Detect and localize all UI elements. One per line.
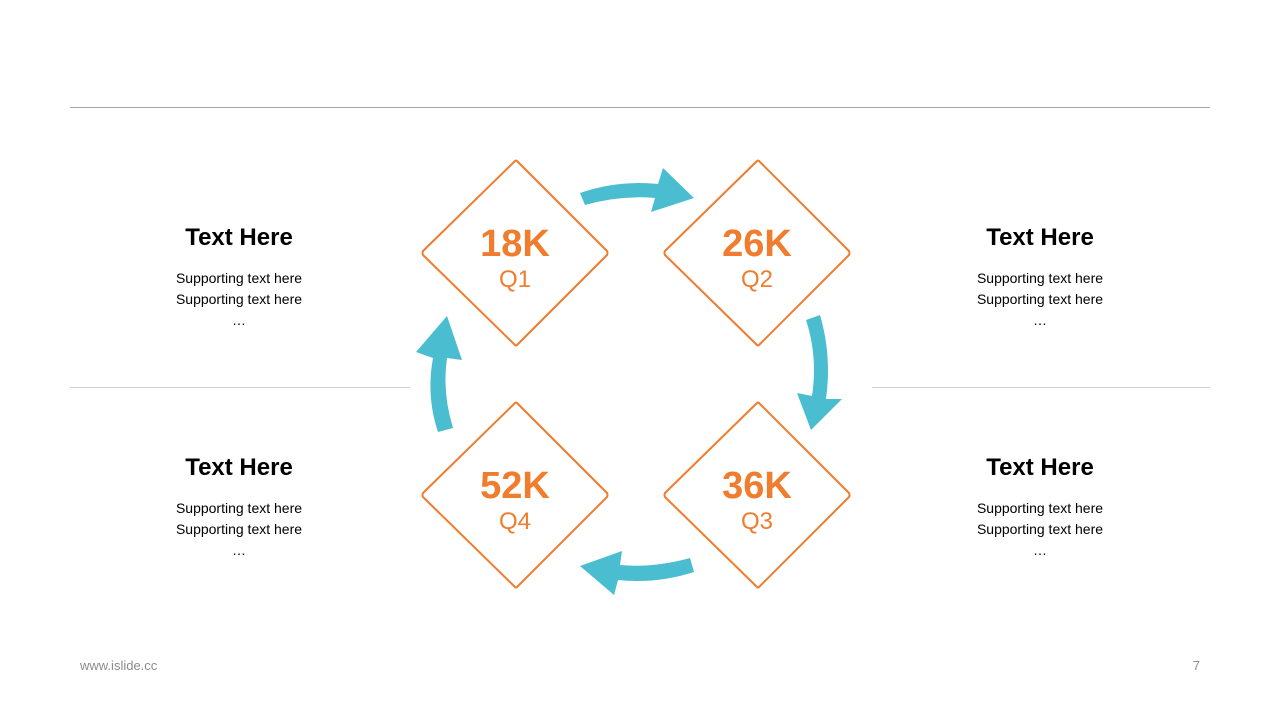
page-number: 7	[1192, 658, 1200, 673]
footer-website: www.islide.cc	[80, 658, 158, 673]
text-block-bottom-left: Text Here Supporting text here Supportin…	[79, 454, 399, 561]
arrow-q2-to-q3	[797, 315, 842, 430]
text-block-top-left: Text Here Supporting text here Supportin…	[79, 224, 399, 331]
supporting-line: Supporting text here	[175, 270, 303, 286]
quarter-value: 36K	[722, 465, 792, 507]
supporting-ellipsis: …	[1033, 542, 1047, 558]
diamond-shape	[663, 401, 851, 589]
cycle-node-q1: 18K Q1	[421, 159, 609, 347]
supporting-line: Supporting text here	[976, 291, 1104, 307]
supporting-line: Supporting text here	[976, 270, 1104, 286]
arrow-q3-to-q4	[580, 551, 694, 595]
supporting-line: Supporting text here	[175, 291, 303, 307]
block-heading: Text Here	[185, 224, 293, 251]
cycle-node-q4: 52K Q4	[421, 401, 609, 589]
middle-divider-right	[872, 387, 1210, 388]
supporting-line: Supporting text here	[175, 500, 303, 516]
quarter-value: 18K	[480, 223, 550, 265]
supporting-ellipsis: …	[1033, 312, 1047, 328]
block-heading: Text Here	[986, 454, 1094, 481]
block-heading: Text Here	[986, 224, 1094, 251]
quarter-label: Q1	[499, 266, 531, 293]
text-block-top-right: Text Here Supporting text here Supportin…	[880, 224, 1200, 331]
diamond-shape	[421, 401, 609, 589]
quarter-label: Q4	[499, 508, 531, 535]
arrow-q4-to-q1	[416, 316, 462, 432]
quarter-label: Q2	[741, 266, 773, 293]
cycle-node-q2: 26K Q2	[663, 159, 851, 347]
diamond-shape	[663, 159, 851, 347]
supporting-line: Supporting text here	[175, 521, 303, 537]
quarter-value: 52K	[480, 465, 550, 507]
cycle-node-q3: 36K Q3	[663, 401, 851, 589]
supporting-ellipsis: …	[232, 542, 246, 558]
text-block-bottom-right: Text Here Supporting text here Supportin…	[880, 454, 1200, 561]
supporting-line: Supporting text here	[976, 500, 1104, 516]
diamond-shape	[421, 159, 609, 347]
arrow-q1-to-q2	[580, 168, 694, 212]
quarter-label: Q3	[741, 508, 773, 535]
supporting-line: Supporting text here	[976, 521, 1104, 537]
quarter-value: 26K	[722, 223, 792, 265]
supporting-ellipsis: …	[232, 312, 246, 328]
top-divider	[70, 107, 1210, 108]
block-heading: Text Here	[185, 454, 293, 481]
middle-divider-left	[70, 387, 410, 388]
